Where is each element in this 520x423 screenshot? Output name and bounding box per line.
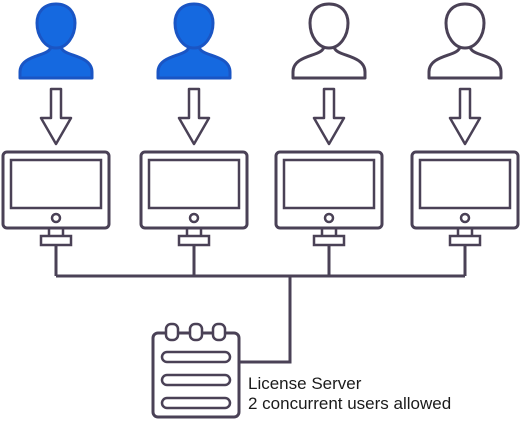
workstations-row [1,150,520,247]
arrow-down-icon [448,87,482,146]
network-connector [54,245,467,364]
arrow-down-icon [39,87,73,146]
user-2-icon [156,2,232,80]
users-row [18,2,503,80]
workstation-1-monitor-icon [1,150,111,247]
arrows-row [39,87,482,146]
workstation-2-monitor-icon [139,150,249,247]
server-detail: 2 concurrent users allowed [248,394,452,413]
license-server-caption: License Server 2 concurrent users allowe… [248,374,451,414]
arrow-down-icon [177,87,211,146]
user-4-icon [427,2,503,80]
user-3-icon [291,2,367,80]
license-server-icon [151,322,241,419]
workstation-4-monitor-icon [410,150,520,247]
workstation-3-monitor-icon [274,150,384,247]
network-lines [54,245,467,364]
arrow-down-icon [312,87,346,146]
server-title: License Server [248,374,362,393]
user-1-icon [18,2,94,80]
